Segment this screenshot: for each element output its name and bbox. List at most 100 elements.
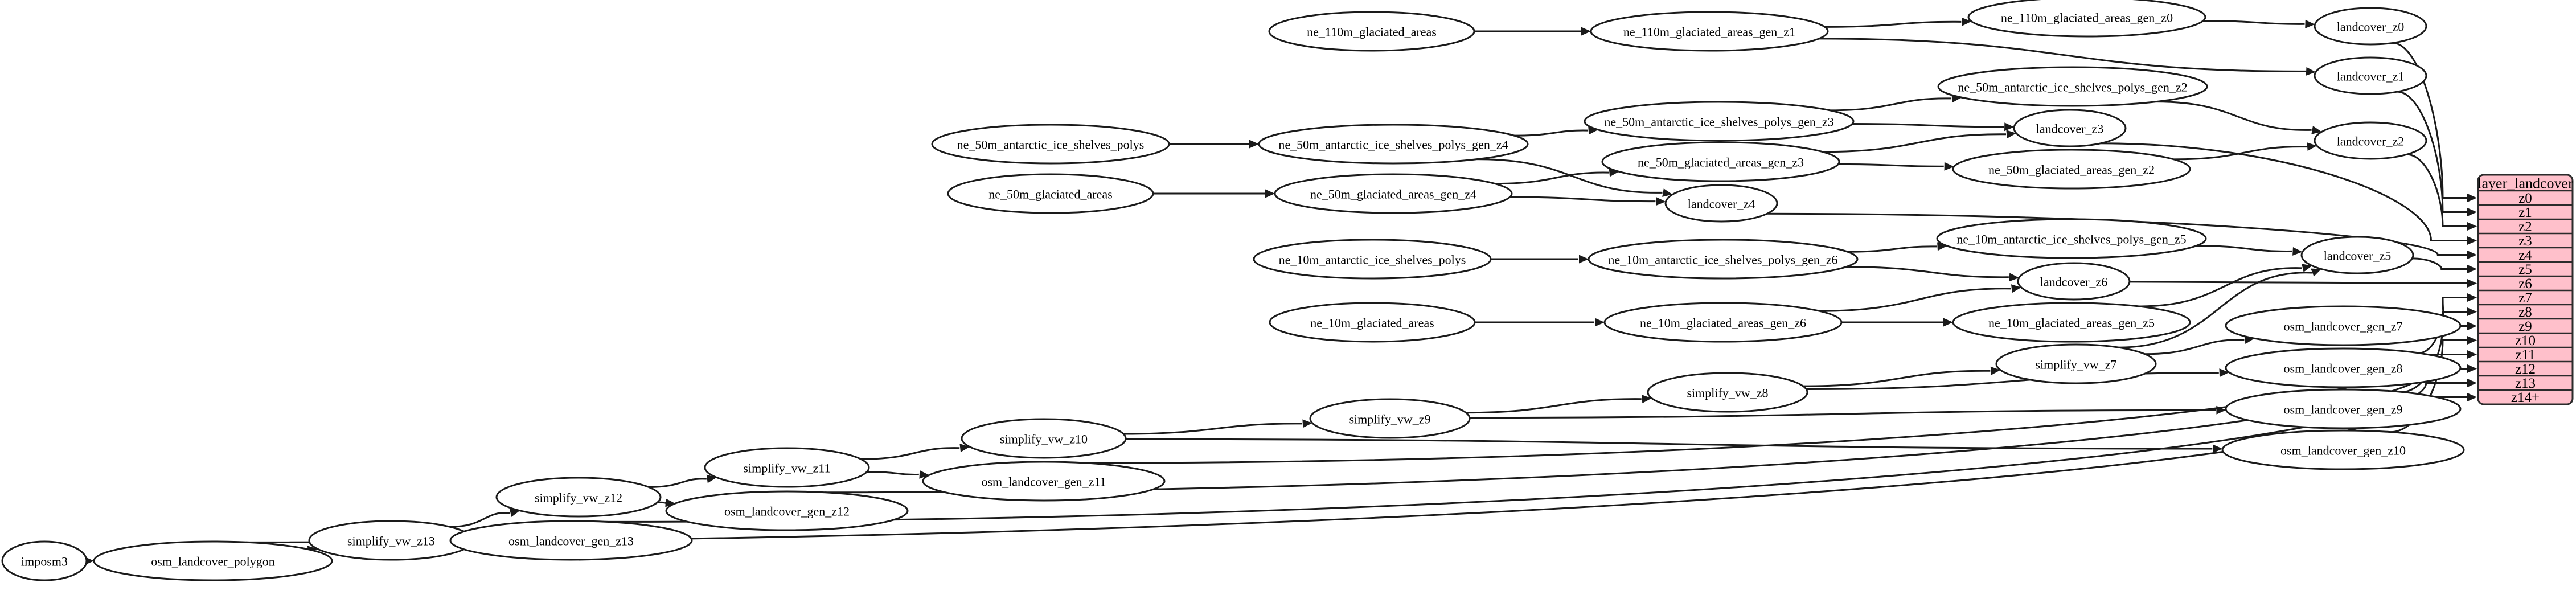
table-row[interactable]: z10 [2515,333,2536,348]
edge-arrowhead [2006,130,2016,139]
graph-node[interactable]: simplify_vw_z11 [704,447,870,488]
node-label: ne_50m_antarctic_ice_shelves_polys [957,138,1145,152]
node-ellipse [1664,184,1778,223]
table-row[interactable]: z4 [2518,248,2532,263]
graph-node[interactable]: ne_50m_antarctic_ice_shelves_polys_gen_z… [1258,124,1529,165]
node-label: osm_landcover_gen_z10 [2280,444,2406,458]
graph-node[interactable]: ne_50m_antarctic_ice_shelves_polys_gen_z… [1584,101,1855,142]
node-label: ne_10m_antarctic_ice_shelves_polys_gen_z… [1956,232,2186,247]
node-label: ne_50m_antarctic_ice_shelves_polys_gen_z… [1278,138,1508,152]
graph-node[interactable]: ne_10m_antarctic_ice_shelves_polys [1253,239,1492,280]
graph-node[interactable]: landcover_z3 [2013,109,2127,147]
graph-node[interactable]: osm_landcover_gen_z8 [2225,347,2462,388]
edge-arrowhead [2009,273,2019,282]
graph-node[interactable]: landcover_z1 [2314,56,2427,95]
node-label: ne_10m_antarctic_ice_shelves_polys_gen_z… [1608,253,1837,267]
edge-arrowhead [1990,366,2001,375]
edge-arrowhead [1249,140,1259,149]
table-row[interactable]: z13 [2515,376,2536,391]
graph-node[interactable]: ne_50m_glaciated_areas_gen_z3 [1601,141,1840,182]
node-ellipse [93,540,333,581]
edge-arrowhead [2467,379,2477,387]
graph-node[interactable]: ne_10m_glaciated_areas_gen_z6 [1603,302,1843,343]
graph-node[interactable]: ne_110m_glaciated_areas_gen_z1 [1590,11,1829,52]
graph-node[interactable]: osm_landcover_gen_z9 [2225,388,2462,429]
graph-node[interactable]: simplify_vw_z8 [1647,372,1808,413]
node-ellipse [1590,11,1829,52]
table-row[interactable]: z1 [2518,205,2532,220]
graph-node[interactable]: imposm3 [1,540,88,581]
graph-node[interactable]: ne_50m_antarctic_ice_shelves_polys_gen_z… [1937,66,2208,107]
edge-arrowhead [2467,236,2477,245]
edge-arrowhead [1265,189,1275,198]
table-row[interactable]: z0 [2518,191,2532,206]
graph-node[interactable]: ne_50m_glaciated_areas [947,173,1154,214]
graph-node[interactable]: osm_landcover_gen_z11 [922,461,1166,502]
node-label: osm_landcover_gen_z8 [2284,362,2403,376]
node-label: osm_landcover_gen_z12 [724,505,850,519]
graph-edge [2100,142,2467,241]
graph-node[interactable]: ne_10m_antarctic_ice_shelves_polys_gen_z… [1936,218,2207,259]
node-ellipse [1952,302,2191,343]
graph-node[interactable]: osm_landcover_gen_z7 [2225,305,2462,346]
graph-node[interactable]: simplify_vw_z9 [1309,398,1471,439]
graph-node[interactable]: simplify_vw_z13 [308,520,474,561]
edge-arrowhead [2467,350,2477,359]
graph-node[interactable]: landcover_z5 [2300,236,2414,274]
graph-node[interactable]: osm_landcover_gen_z12 [665,490,909,531]
graph-node[interactable]: ne_10m_glaciated_areas [1269,302,1476,343]
node-label: ne_10m_glaciated_areas [1310,316,1434,330]
edge-arrowhead [1962,17,1972,26]
table-row[interactable]: z11 [2515,347,2535,363]
edge-arrowhead [2467,265,2477,273]
node-ellipse [947,173,1154,214]
node-label: landcover_z3 [2036,122,2104,136]
edge-arrowhead [2467,336,2477,345]
graph-node[interactable]: ne_50m_antarctic_ice_shelves_polys [931,124,1170,165]
table-row[interactable]: z7 [2518,290,2532,306]
graph-node[interactable]: osm_landcover_gen_z13 [449,520,693,561]
graph-node[interactable]: landcover_z4 [1664,184,1778,223]
table-row[interactable]: z2 [2518,219,2532,235]
node-ellipse [1937,66,2208,107]
node-label: osm_landcover_gen_z13 [508,534,634,548]
node-label: osm_landcover_polygon [151,555,275,569]
edge-arrowhead [1609,168,1619,177]
edge-arrowhead [2467,364,2477,373]
node-label: ne_50m_glaciated_areas_gen_z2 [1988,163,2155,177]
graph-node[interactable]: simplify_vw_z7 [1995,343,2157,384]
graph-node[interactable]: ne_110m_glaciated_areas [1268,11,1475,52]
node-label: ne_10m_glaciated_areas_gen_z5 [1988,316,2155,330]
graph-edge [2397,91,2467,213]
graph-node[interactable]: landcover_z2 [2314,121,2427,160]
graph-edge [1466,398,1642,414]
graph-edge [1123,423,1302,435]
node-label: landcover_z5 [2324,249,2392,263]
graph-edge [1819,38,2306,72]
edge-arrowhead [1943,318,1953,327]
table-row[interactable]: z8 [2518,305,2532,320]
graph-edge [2412,257,2467,270]
graph-node[interactable]: simplify_vw_z12 [495,477,662,518]
graph-node[interactable]: osm_landcover_gen_z10 [2221,429,2465,470]
edge-arrowhead [1642,395,1652,404]
table-row[interactable]: z3 [2518,233,2532,249]
graph-node[interactable]: ne_10m_antarctic_ice_shelves_polys_gen_z… [1588,239,1859,280]
node-ellipse [1274,173,1513,214]
edge-arrowhead [2302,264,2312,272]
table-row[interactable]: z5 [2518,262,2532,277]
graph-node[interactable]: ne_110m_glaciated_areas_gen_z0 [1967,0,2206,38]
graph-node[interactable]: landcover_z6 [2017,262,2131,301]
graph-node[interactable]: ne_50m_glaciated_areas_gen_z2 [1952,149,2191,190]
table-row[interactable]: z14+ [2511,390,2540,405]
graph-node[interactable]: landcover_z0 [2314,7,2427,46]
graph-node[interactable]: simplify_vw_z10 [961,418,1127,459]
table-row[interactable]: z6 [2518,276,2532,292]
graph-node[interactable]: osm_landcover_polygon [93,540,333,581]
table-row[interactable]: z12 [2515,362,2536,377]
table-row[interactable]: z9 [2518,319,2532,334]
graph-edge [1838,163,1944,167]
graph-node[interactable]: ne_50m_glaciated_areas_gen_z4 [1274,173,1513,214]
node-ellipse [449,520,693,561]
graph-node[interactable]: ne_10m_glaciated_areas_gen_z5 [1952,302,2191,343]
